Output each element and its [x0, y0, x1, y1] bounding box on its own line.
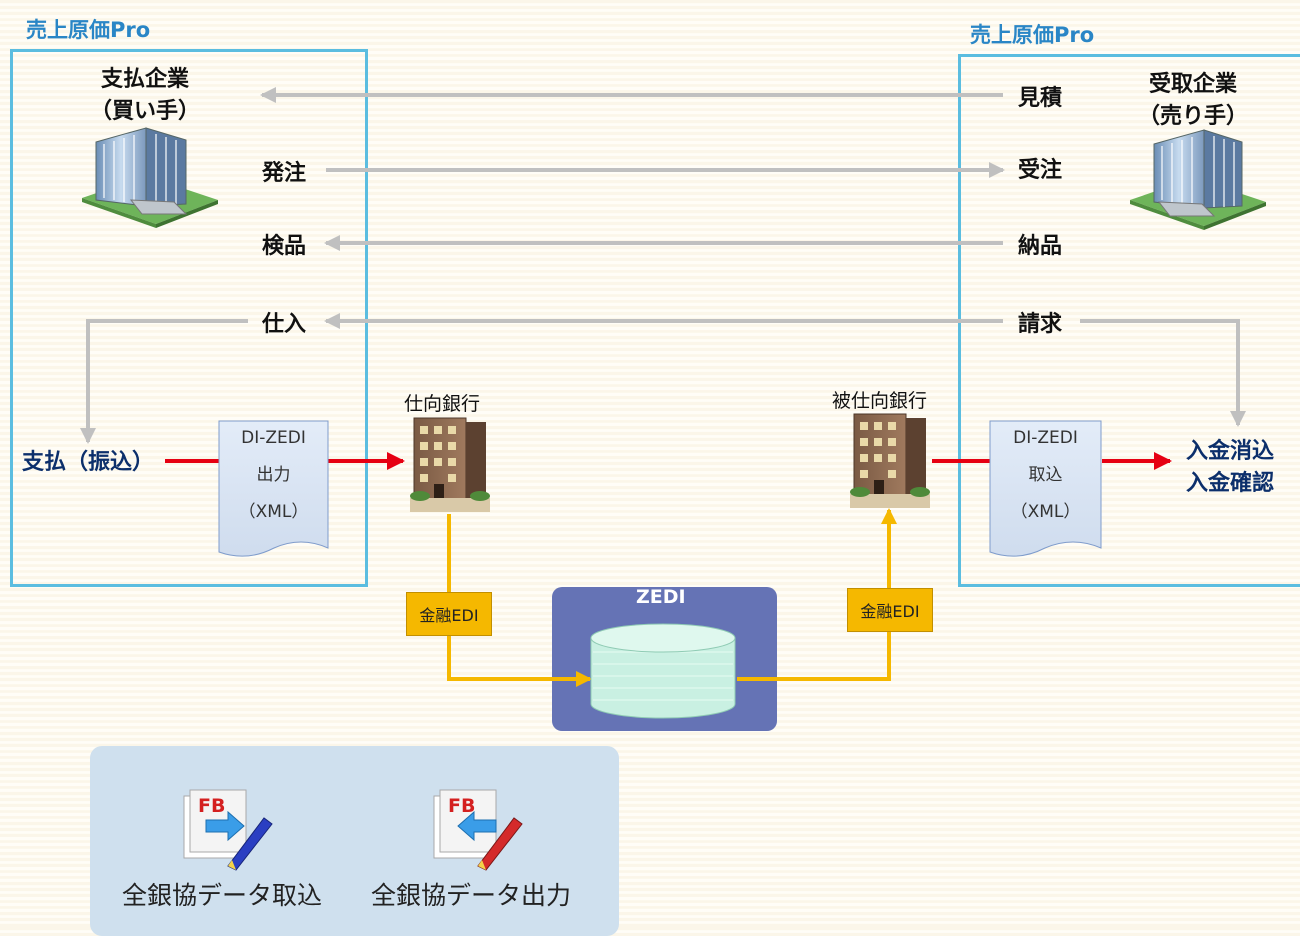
- estimate-label: 見積: [1018, 86, 1063, 111]
- inspection-label: 検品: [262, 234, 307, 259]
- receipt-labels: 入金消込 入金確認: [1186, 436, 1274, 500]
- order-received-label: 受注: [1018, 158, 1063, 183]
- seller-app-title: 売上原価Pro: [970, 23, 1095, 47]
- edi-flow-left: [447, 514, 592, 687]
- output-doc-type: （XML）: [238, 502, 309, 522]
- seller-company-label: 受取企業 （売り手）: [1128, 69, 1258, 133]
- fb-export-icon: FB: [433, 789, 523, 871]
- receipt-clearing-label: 入金消込: [1186, 439, 1275, 464]
- input-doc-type: （XML）: [1010, 502, 1081, 522]
- input-doc-format: DI-ZEDI: [1013, 428, 1078, 448]
- output-doc-format: DI-ZEDI: [241, 428, 306, 448]
- buyer-building-icon: [82, 127, 218, 228]
- output-document-shape: [218, 420, 329, 557]
- buyer-system-frame: [10, 49, 368, 587]
- fb-tools-panel: [90, 746, 619, 936]
- receiver-bank-building-icon: [850, 413, 930, 508]
- purchase-label: 仕入: [262, 312, 307, 337]
- fb-import-icon: FB: [183, 789, 273, 871]
- receipt-confirm-label: 入金確認: [1186, 471, 1275, 496]
- financial-edi-right: 金融EDI: [847, 588, 933, 632]
- fb-export-label: 全銀協データ出力: [371, 881, 572, 910]
- buyer-company-name: 支払企業: [100, 67, 189, 92]
- purchase-to-payment-arrow: [80, 319, 248, 444]
- seller-company-name: 受取企業: [1148, 72, 1237, 97]
- seller-company-role: （売り手）: [1137, 104, 1248, 129]
- buyer-company-role: （買い手）: [89, 99, 200, 124]
- svg-text:FB: FB: [448, 795, 475, 817]
- financial-edi-left: 金融EDI: [406, 592, 492, 636]
- payment-label: 支払（振込）: [22, 450, 155, 475]
- zedi-title: ZEDI: [636, 586, 686, 608]
- output-doc-action: 出力: [256, 465, 291, 485]
- zedi-database-icon: [590, 623, 736, 719]
- edi-flow-right: [737, 508, 897, 681]
- input-document-shape: [989, 420, 1102, 557]
- sender-bank-label: 仕向銀行: [404, 393, 481, 415]
- svg-text:FB: FB: [198, 795, 225, 817]
- buyer-company-label: 支払企業 （買い手）: [80, 64, 210, 128]
- delivery-label: 納品: [1018, 234, 1063, 259]
- invoice-label: 請求: [1018, 312, 1063, 337]
- fb-import-label: 全銀協データ取込: [122, 881, 323, 910]
- invoice-arrow: [324, 313, 1246, 427]
- output-document-text: DI-ZEDI 出力 （XML）: [219, 420, 328, 531]
- sender-bank-building-icon: [410, 417, 490, 512]
- receiver-bank-label: 被仕向銀行: [832, 390, 928, 412]
- seller-building-icon: [1130, 129, 1266, 230]
- buyer-app-title: 売上原価Pro: [26, 18, 151, 42]
- input-doc-action: 取込: [1028, 465, 1063, 485]
- order-label: 発注: [262, 161, 307, 186]
- input-document-text: DI-ZEDI 取込 （XML）: [990, 420, 1101, 531]
